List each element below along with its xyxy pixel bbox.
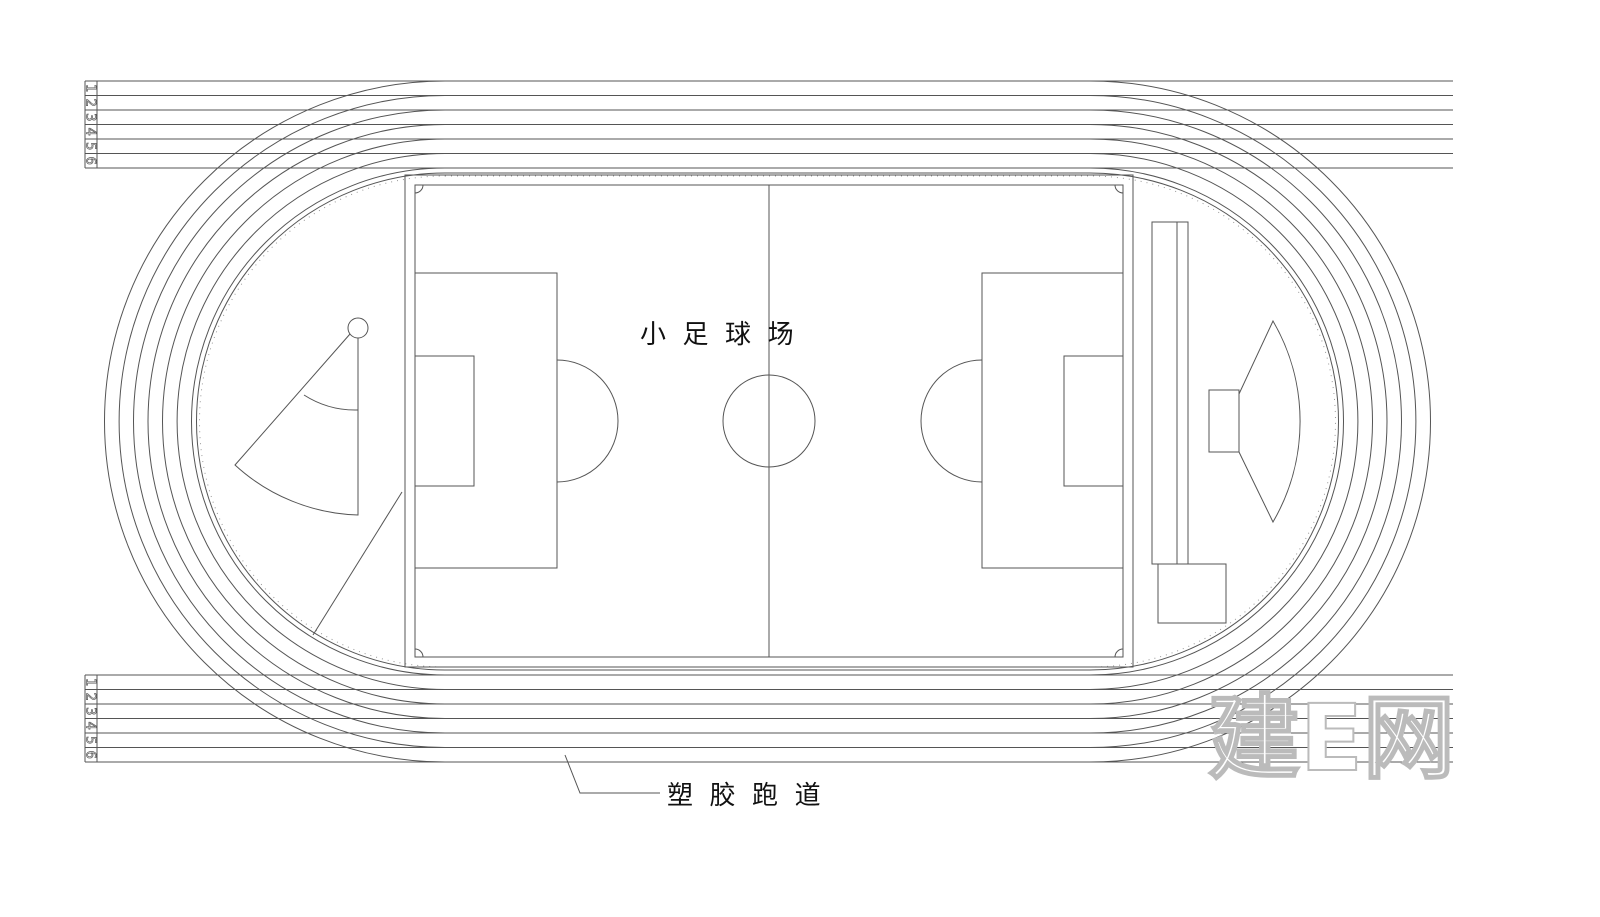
lane-number: 1 <box>83 678 98 686</box>
corner-arcs <box>414 184 1124 658</box>
right-goal-area <box>1063 355 1124 487</box>
sand-pit <box>1157 563 1227 624</box>
lane-number: 4 <box>83 128 98 136</box>
right-penalty-box <box>981 272 1124 569</box>
lane-number: 2 <box>83 693 98 701</box>
lane-number: 6 <box>83 157 98 165</box>
lane-curve <box>118 95 1417 748</box>
lane-number: 5 <box>83 142 98 150</box>
shot-put-area <box>234 317 403 636</box>
long-jump-runway <box>1151 221 1189 565</box>
javelin-runway-line <box>312 491 403 636</box>
football-pitch <box>404 174 1134 668</box>
left-penalty-arc <box>556 359 619 483</box>
lane-number: 5 <box>83 736 98 744</box>
lane-number: 1 <box>83 84 98 92</box>
throwing-circle <box>347 317 369 339</box>
lane-curve <box>191 167 1344 676</box>
track-label-leader <box>564 754 660 794</box>
long-jump-area <box>1151 221 1227 624</box>
right-penalty-arc <box>920 359 983 483</box>
lane-curve <box>104 80 1431 763</box>
track-label: 塑 胶 跑 道 <box>667 781 821 811</box>
lane-curve <box>176 153 1359 690</box>
lane-curve <box>162 138 1373 705</box>
running-track: 1 2 3 4 5 6 1 2 3 4 5 6 <box>82 80 1453 763</box>
lane-number: 3 <box>83 113 98 121</box>
left-penalty-box <box>414 272 558 569</box>
watermark-logo: 建E网 <box>1208 685 1455 792</box>
lane-curve <box>133 109 1402 734</box>
lane-number: 6 <box>83 751 98 759</box>
field-label: 小 足 球 场 <box>640 320 794 350</box>
discus-area <box>1208 319 1301 524</box>
lane-curve <box>147 124 1388 719</box>
lane-number: 4 <box>83 722 98 730</box>
left-goal-area <box>414 355 475 487</box>
curb-outline <box>196 172 1339 671</box>
lane-number: 2 <box>83 99 98 107</box>
lane-number: 3 <box>83 707 98 715</box>
curb-ticks <box>199 175 1336 668</box>
discus-cage <box>1208 389 1240 453</box>
center-circle <box>722 374 816 468</box>
